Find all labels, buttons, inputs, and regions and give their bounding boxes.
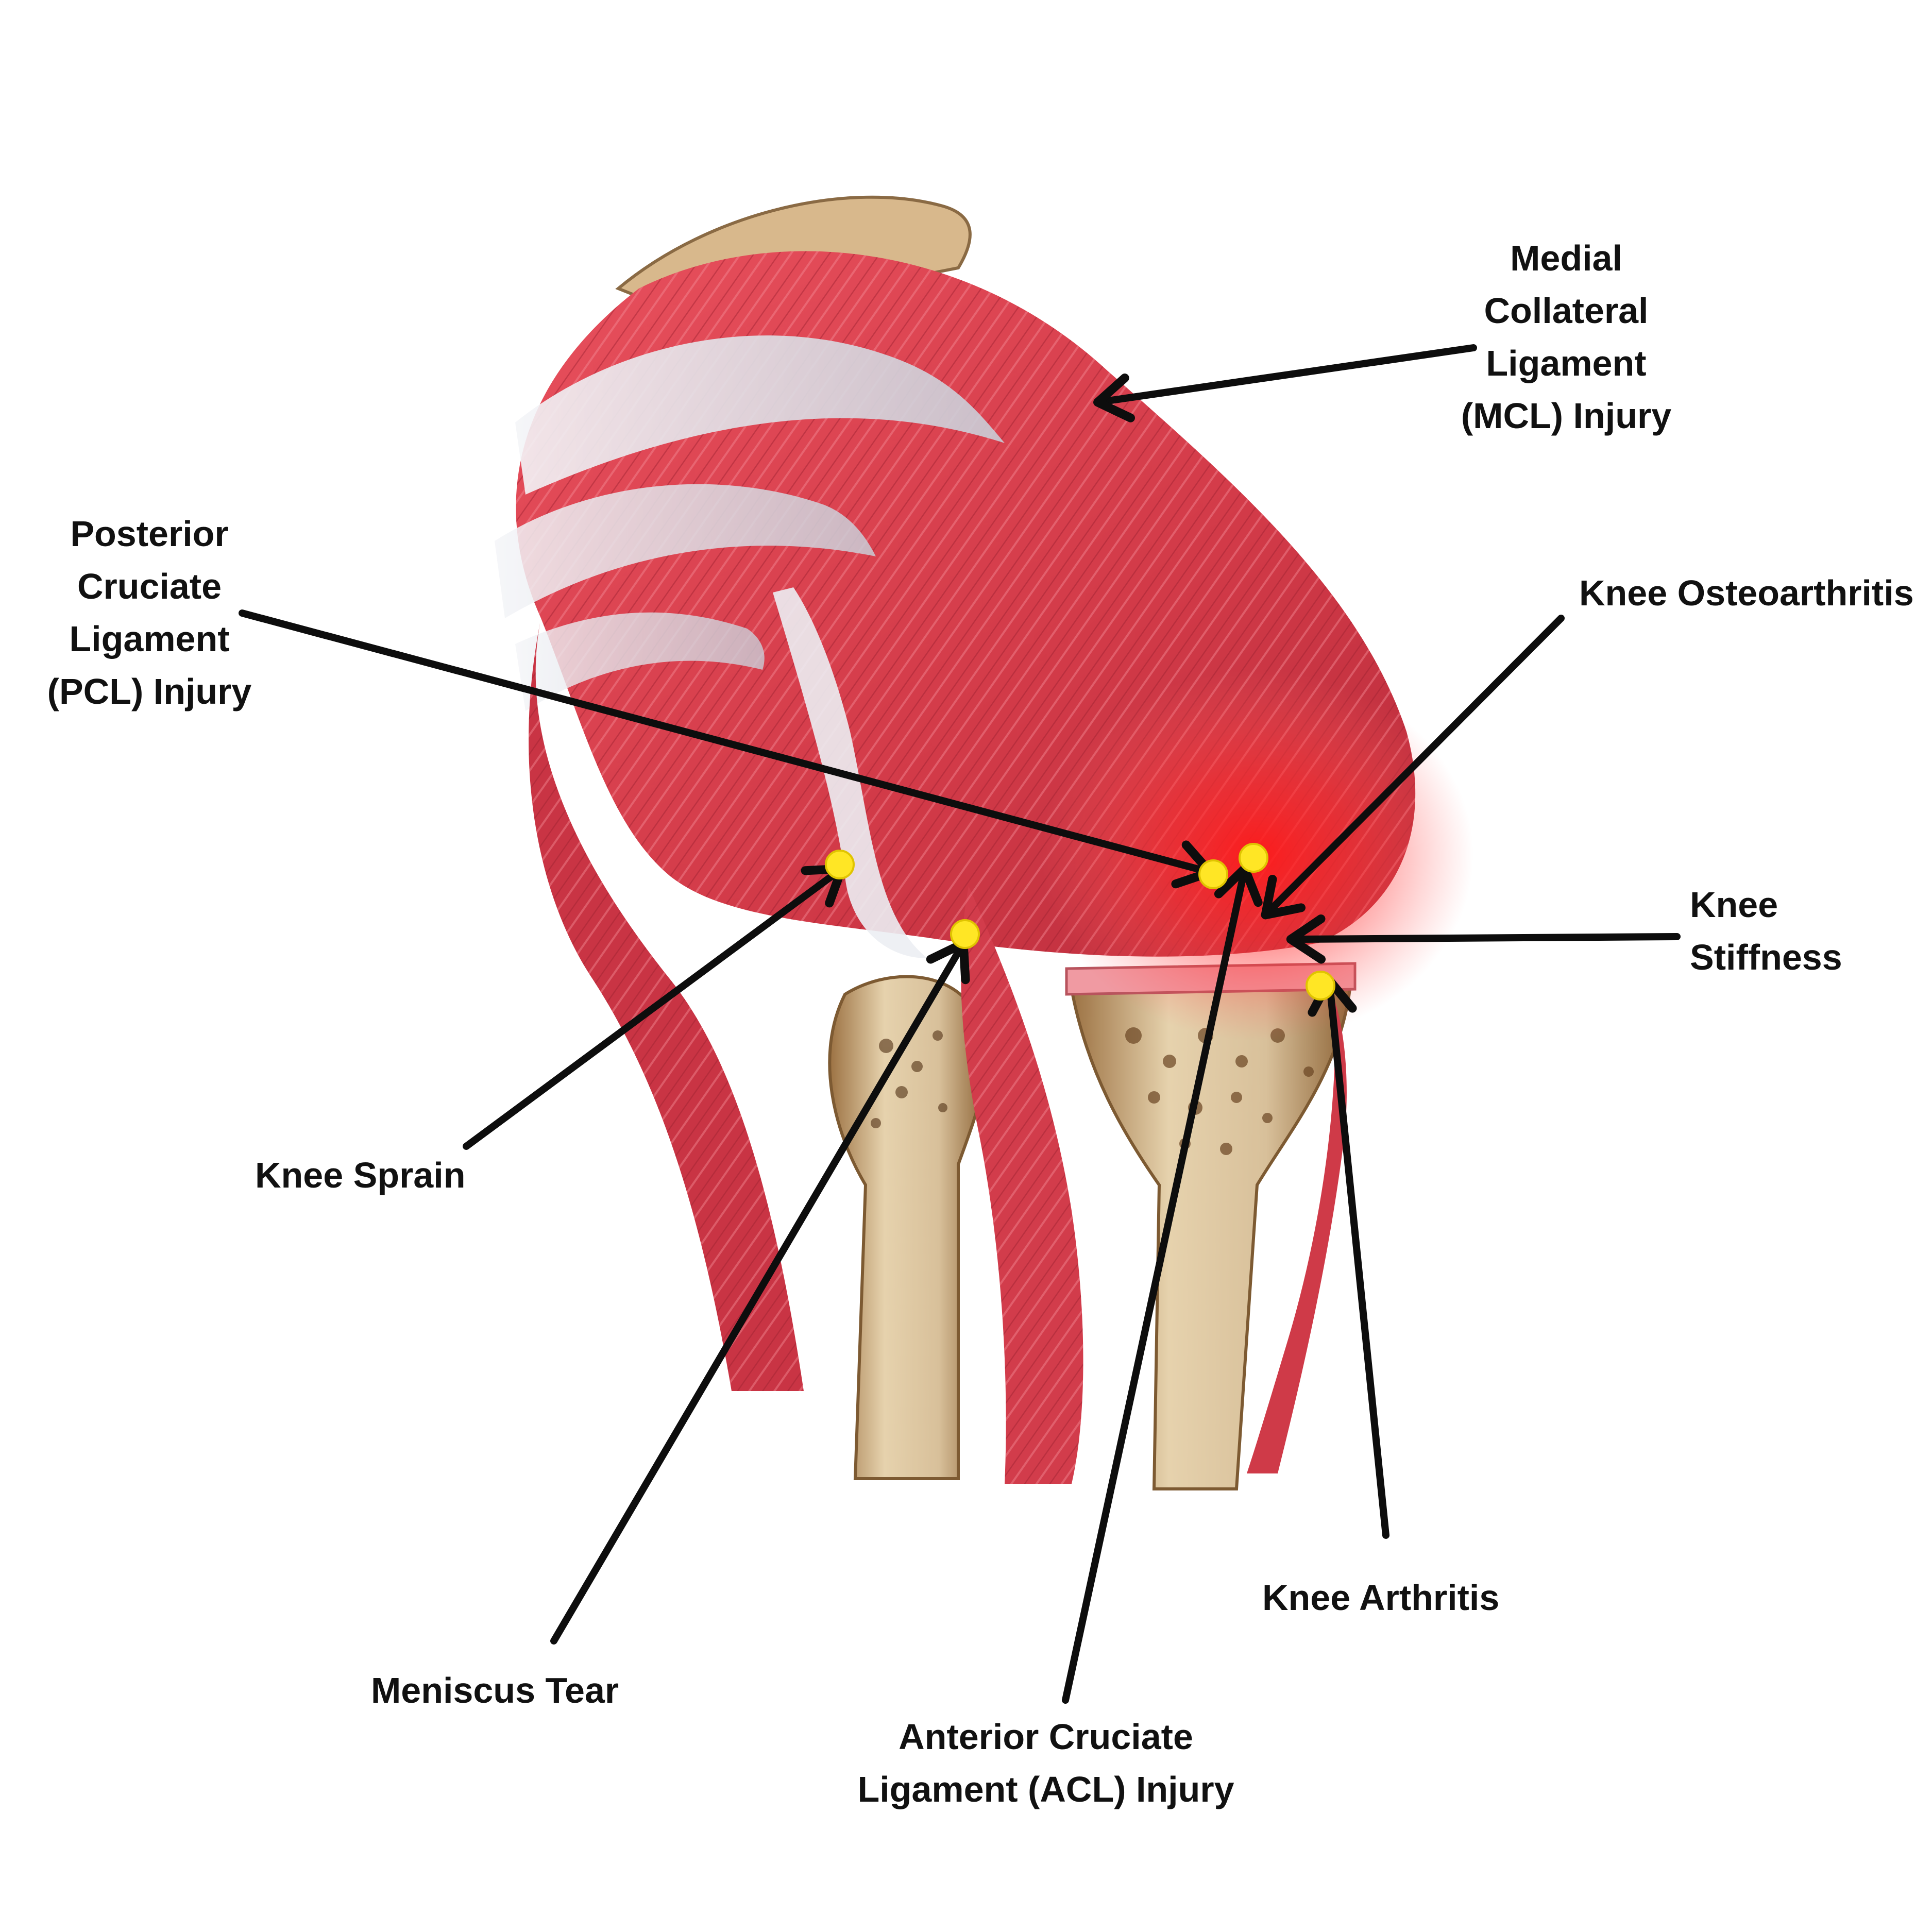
label-knee-sprain: Knee Sprain xyxy=(255,1155,466,1195)
label-knee-stiffness: Knee Stiffness xyxy=(1690,878,1842,984)
label-line: Ligament (ACL) Injury xyxy=(857,1769,1234,1809)
tendon-band-upper xyxy=(515,335,1005,495)
arrow-acl xyxy=(1062,864,1263,1704)
label-acl-injury: Anterior Cruciate Ligament (ACL) Injury xyxy=(819,1710,1273,1816)
injury-markers xyxy=(825,843,1335,1001)
injury-marker-icon xyxy=(1239,843,1268,873)
tibia xyxy=(1070,972,1351,1490)
label-line: Medial xyxy=(1510,238,1622,278)
tendon-band-middle xyxy=(495,484,876,618)
label-mcl-injury: Medial Collateral Ligament (MCL) Injury xyxy=(1422,232,1710,442)
hamstring-fibers xyxy=(529,618,804,1391)
tendon-band-lower xyxy=(515,612,765,711)
arrow-pcl xyxy=(239,609,1215,889)
condyle-pores xyxy=(871,1030,947,1128)
arrow-arthritis xyxy=(1308,975,1389,1539)
label-meniscus-tear: Meniscus Tear xyxy=(371,1670,619,1710)
label-line: Stiffness xyxy=(1690,937,1842,977)
arrow-mcl xyxy=(1093,344,1477,422)
label-pcl-injury: Posterior Cruciate Ligament (PCL) Injury xyxy=(21,507,278,718)
arrow-stiffness xyxy=(1286,914,1681,964)
injury-marker-icon xyxy=(1306,971,1335,1001)
calf-fibers xyxy=(961,886,1083,1484)
injury-marker-icon xyxy=(950,919,980,949)
injury-marker-icon xyxy=(825,850,855,879)
label-line: Cruciate xyxy=(77,566,222,606)
label-line: (PCL) Injury xyxy=(47,671,252,711)
label-line: (MCL) Injury xyxy=(1461,396,1672,436)
label-line: Posterior xyxy=(70,514,229,554)
injury-marker-icon xyxy=(1198,859,1228,889)
label-line: Knee xyxy=(1690,885,1778,925)
arrow-sprain xyxy=(463,864,846,1150)
arrow-osteoarthritis xyxy=(1261,615,1565,920)
label-line: Ligament xyxy=(69,619,230,659)
label-line: Collateral xyxy=(1484,291,1649,331)
label-line: Ligament xyxy=(1486,343,1647,383)
arrow-meniscus xyxy=(550,939,970,1645)
callout-arrows xyxy=(239,344,1681,1704)
femoral-condyle xyxy=(828,975,988,1480)
label-knee-arthritis: Knee Arthritis xyxy=(1262,1578,1500,1618)
label-knee-osteoarthritis: Knee Osteoarthritis xyxy=(1579,573,1914,613)
label-line: Anterior Cruciate xyxy=(899,1717,1193,1757)
